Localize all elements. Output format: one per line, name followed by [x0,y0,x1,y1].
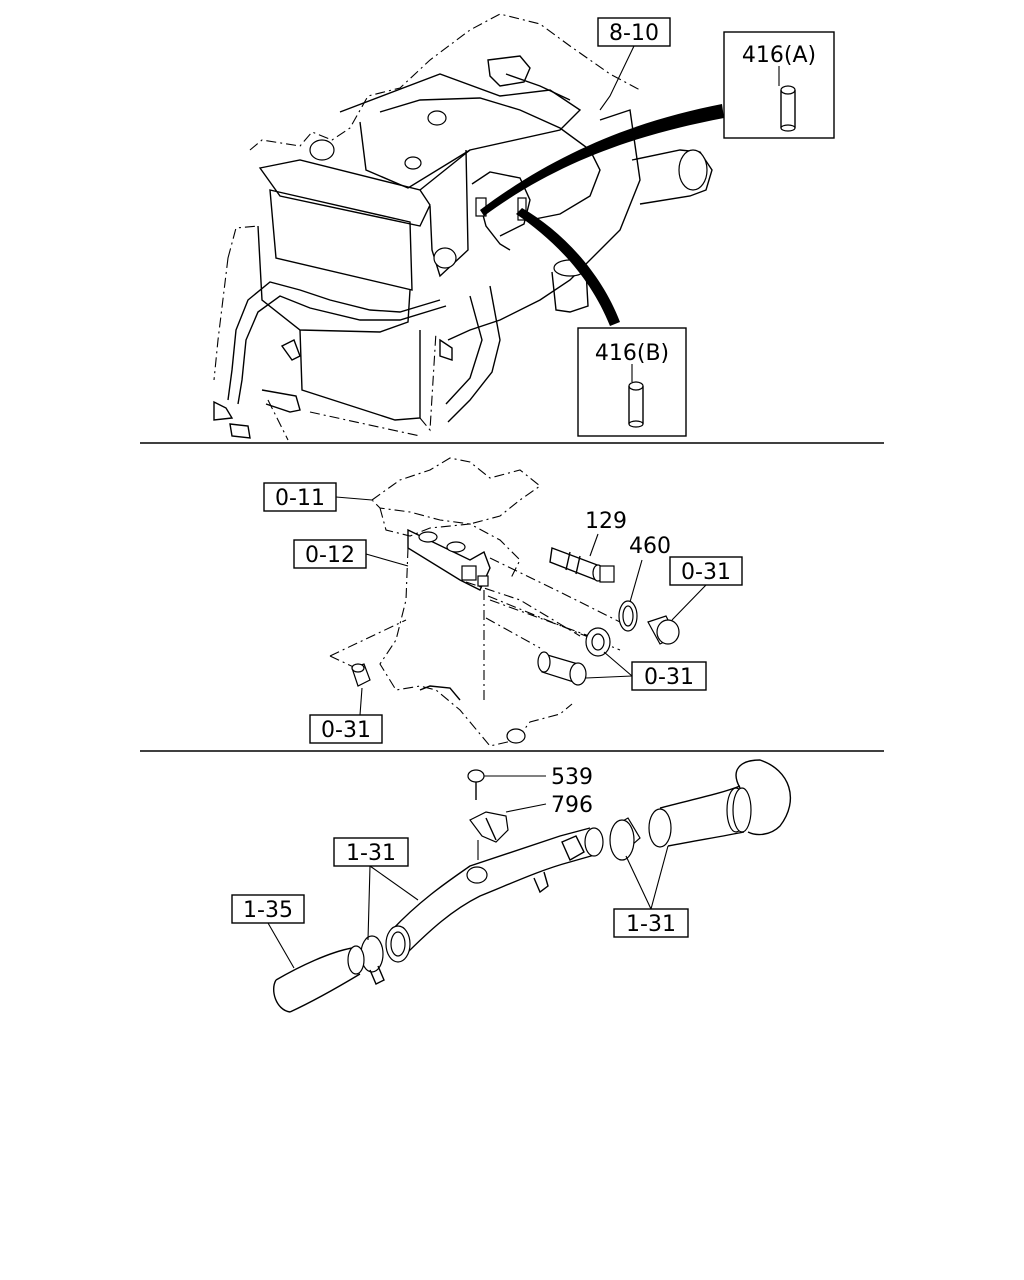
ref-label-0-12: 0-12 [293,539,409,569]
engine-overview-illustration [213,13,713,441]
ref-label-0-31-right: 0-31 [669,556,743,621]
ref-label-8-10: 8-10 [597,17,671,111]
ref-label-1-31-right: 1-31 [613,845,689,938]
part-129-text: 129 [585,509,627,534]
ref-label-0-31-middle: 0-31 [585,651,707,691]
drain-bolt [351,663,371,687]
ref-label-1-35: 1-35 [231,894,305,969]
ref-label-1-31-top: 1-31 [333,837,419,941]
ref-label-0-31-left: 0-31 [309,687,383,744]
hose-clamp-left [360,935,385,985]
bolt-539 [467,769,546,800]
ref-8-10-text: 8-10 [609,21,659,46]
part-460-text: 460 [629,534,671,559]
cylinder-block-illustration [329,457,625,747]
plug-sleeve [537,651,587,686]
ref-1-31-right-text: 1-31 [626,912,676,937]
hose-right [609,759,791,861]
part-box-416a: 416(A) [723,31,835,139]
part-416a-text: 416(A) [742,43,816,68]
part-539-text: 539 [551,765,593,790]
ref-0-12-text: 0-12 [305,543,355,568]
plug-right [647,615,680,645]
ref-0-31-left-text: 0-31 [321,718,371,743]
ref-1-35-text: 1-35 [243,898,293,923]
part-416b-text: 416(B) [595,341,669,366]
part-796-text: 796 [551,793,593,818]
water-pipe [385,827,604,963]
leader-band-b [516,208,620,326]
hose-1-35 [272,945,365,1013]
part-box-416b: 416(B) [577,327,687,437]
ref-1-31-top-text: 1-31 [346,841,396,866]
leader-band-a [480,104,724,216]
ref-0-11-text: 0-11 [275,486,325,511]
water-temp-sensor [549,547,615,583]
ref-0-31-right-text: 0-31 [681,560,731,585]
ref-0-31-middle-text: 0-31 [644,665,694,690]
bracket-796 [469,803,547,860]
ref-label-0-11: 0-11 [263,482,373,512]
